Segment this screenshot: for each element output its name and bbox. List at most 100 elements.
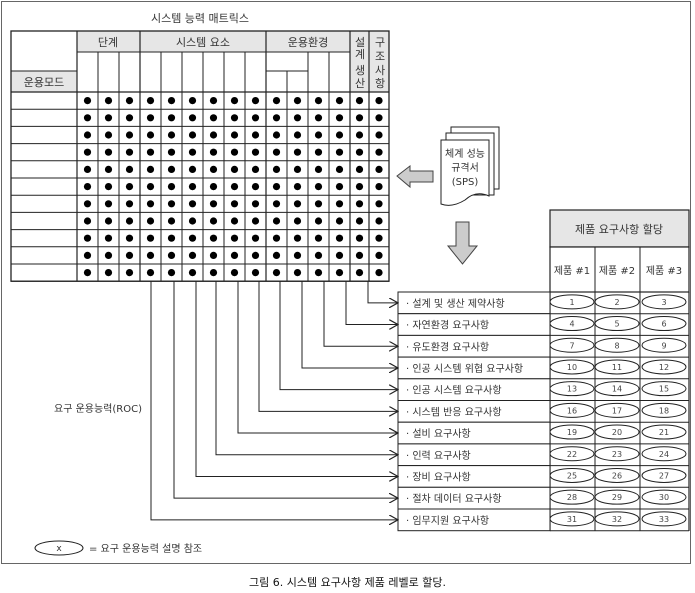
matrix-dot xyxy=(125,183,134,191)
matrix-dot xyxy=(230,165,239,173)
matrix-dot xyxy=(335,251,344,259)
matrix-dot xyxy=(335,217,344,225)
requirement-id-oval xyxy=(641,402,687,418)
connector-arrow xyxy=(258,281,398,411)
svg-text:사: 사 xyxy=(375,64,385,77)
requirement-label: · 인력 요구사항 xyxy=(406,450,471,462)
connector-arrow xyxy=(150,281,398,520)
requirement-id: 25 xyxy=(567,471,577,480)
requirement-id-oval xyxy=(641,316,687,332)
matrix-dot xyxy=(188,251,197,259)
requirement-id-oval xyxy=(549,381,595,397)
matrix-dot xyxy=(355,269,364,277)
matrix-dot xyxy=(104,148,113,156)
requirement-id: 10 xyxy=(567,363,577,372)
matrix-dot xyxy=(167,269,176,277)
matrix-dot xyxy=(251,200,260,208)
matrix-dot xyxy=(293,131,302,139)
matrix-dot xyxy=(355,200,364,208)
matrix-dot xyxy=(188,217,197,225)
matrix-dot xyxy=(83,269,92,277)
matrix-dot xyxy=(188,200,197,208)
matrix-dot xyxy=(209,217,218,225)
matrix-dot xyxy=(272,114,281,122)
svg-text:구: 구 xyxy=(375,36,385,49)
requirement-id-oval xyxy=(594,316,640,332)
requirement-id: 15 xyxy=(659,385,669,394)
matrix-dot xyxy=(209,97,218,105)
matrix-dot xyxy=(167,97,176,105)
matrix-dot xyxy=(251,114,260,122)
matrix-dot xyxy=(293,97,302,105)
requirement-id: 9 xyxy=(661,341,666,350)
connector-arrow xyxy=(195,281,398,476)
matrix-dot xyxy=(375,200,383,208)
connector-arrow xyxy=(367,281,398,303)
matrix-dot xyxy=(209,269,218,277)
matrix-dot xyxy=(188,183,197,191)
matrix-dot xyxy=(188,234,197,242)
matrix-dot xyxy=(375,131,383,139)
matrix-dot xyxy=(167,165,176,173)
connector-arrow xyxy=(279,281,398,389)
requirement-id-oval xyxy=(594,424,640,440)
requirement-id-oval xyxy=(549,402,595,418)
matrix-dot xyxy=(125,148,134,156)
matrix-dot xyxy=(272,183,281,191)
matrix-dot xyxy=(355,251,364,259)
matrix-dot xyxy=(314,200,323,208)
matrix-dot xyxy=(125,251,134,259)
allocation-title: 제품 요구사항 할당 xyxy=(575,223,663,236)
matrix-dot xyxy=(209,148,218,156)
matrix-dot xyxy=(146,200,155,208)
matrix-dot xyxy=(83,97,92,105)
matrix-dot xyxy=(125,114,134,122)
matrix-dot xyxy=(293,234,302,242)
requirement-id: 3 xyxy=(661,298,666,307)
matrix-dot xyxy=(125,97,134,105)
requirement-id-oval xyxy=(594,489,640,505)
matrix-dot xyxy=(314,234,323,242)
matrix-dot xyxy=(293,269,302,277)
matrix-dot xyxy=(272,217,281,225)
requirement-id: 2 xyxy=(614,298,619,307)
requirement-id-oval xyxy=(594,359,640,375)
sps-line-2: 규격서 xyxy=(451,161,479,174)
requirement-id: 28 xyxy=(567,493,577,502)
matrix-dot xyxy=(375,234,383,242)
requirement-id: 21 xyxy=(659,428,669,437)
matrix-dot xyxy=(251,234,260,242)
allocation-table: 제품 요구사항 할당 제품 #1 제품 #2 제품 #3 xyxy=(549,209,690,531)
product-header-3: 제품 #3 xyxy=(646,265,682,277)
matrix-dot xyxy=(146,251,155,259)
requirement-label: · 임무지원 요구사항 xyxy=(406,514,489,527)
matrix-dot xyxy=(146,131,155,139)
requirement-id: 7 xyxy=(569,341,574,350)
requirement-id-oval xyxy=(549,316,595,332)
matrix-dot xyxy=(251,131,260,139)
matrix-dot xyxy=(230,114,239,122)
matrix-dot xyxy=(314,183,323,191)
requirement-label: · 절차 데이터 요구사항 xyxy=(406,492,502,505)
matrix-dot xyxy=(167,200,176,208)
matrix-dot xyxy=(104,269,113,277)
matrix-dot xyxy=(230,234,239,242)
legend-text: = 요구 운용능력 설명 참조 xyxy=(89,543,202,555)
requirement-id: 30 xyxy=(659,493,669,502)
matrix-dot xyxy=(125,131,134,139)
matrix-dot xyxy=(146,234,155,242)
matrix-dot xyxy=(272,97,281,105)
arrow-left-icon xyxy=(396,164,434,189)
requirement-id-oval xyxy=(594,511,640,527)
matrix-dot xyxy=(146,97,155,105)
matrix-dot xyxy=(104,183,113,191)
matrix-dot xyxy=(272,251,281,259)
matrix-dot xyxy=(230,97,239,105)
